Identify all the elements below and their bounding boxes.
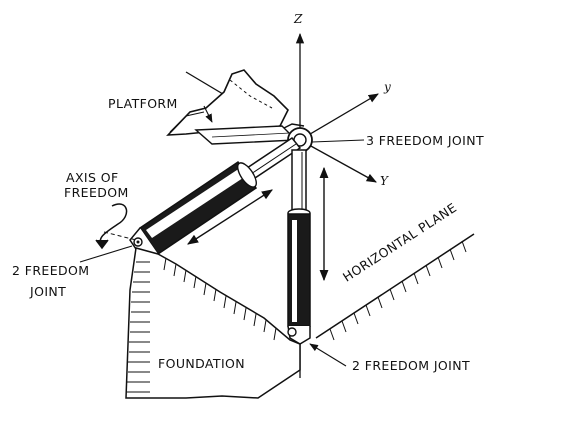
foundation-label: FOUNDATION [158,356,246,371]
two-freedom-joint-bottom-label: 2 FREEDOM JOINT [352,358,471,373]
axis-of-freedom-label-line2: FREEDOM [64,185,129,200]
y-axis-lower-label: Y [380,174,388,188]
platform-label: PLATFORM [108,96,178,111]
diagonal-actuator [129,136,302,256]
motion-arrows [187,166,329,282]
z-axis-label: Z [294,12,303,26]
foundation-block [125,247,301,399]
diagonal-stroke-arrow [187,189,273,245]
leader-lines [79,105,365,367]
three-freedom-joint-label: 3 FREEDOM JOINT [366,133,485,148]
axis-of-freedom-label-line1: AXIS OF [66,170,119,185]
horizontal-plane [315,233,475,341]
two-freedom-joint-left-label-line1: 2 FREEDOM [12,263,90,278]
axis-of-freedom-line [103,231,137,241]
vertical-actuator [287,149,311,345]
axis-of-freedom-rotation-arrow [95,203,128,250]
y-axis-lower [299,139,377,183]
y-axis-upper-label: y [384,80,391,94]
platform-plate [166,69,298,145]
two-freedom-joint-left-label-line2: JOINT [30,284,67,299]
